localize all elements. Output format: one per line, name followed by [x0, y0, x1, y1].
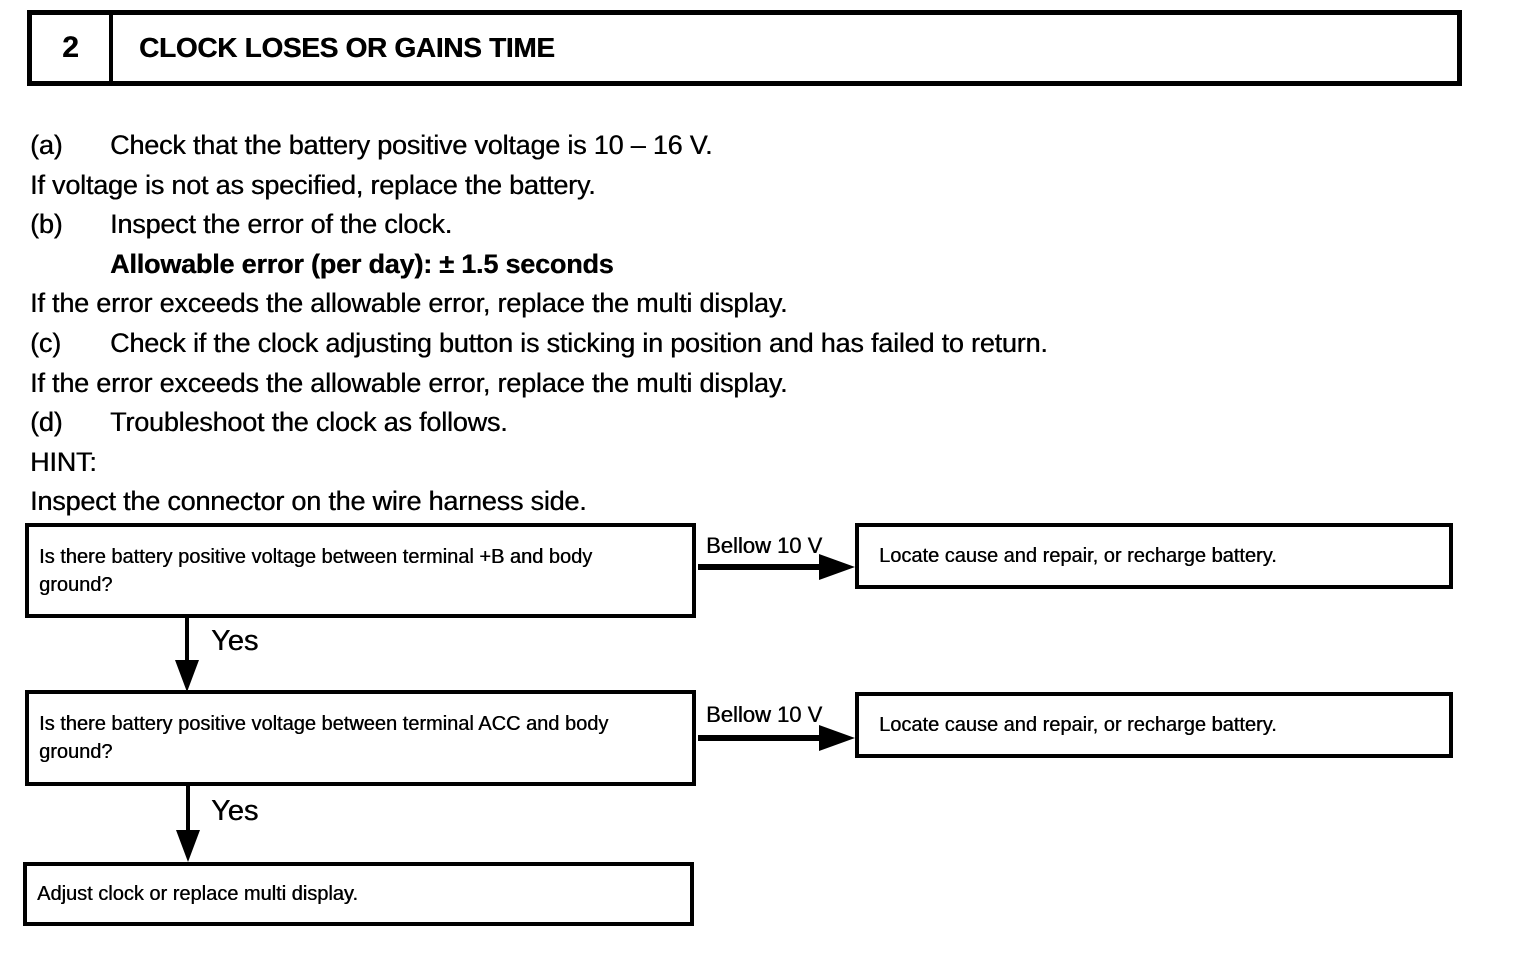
procedure-step-d: (d) Troubleshoot the clock as follows. — [30, 403, 1500, 443]
flow-final-text: Adjust clock or replace multi display. — [37, 883, 358, 905]
proceed-label-1: Yes — [211, 625, 259, 657]
branch-condition-label-2: Bellow 10 V — [706, 702, 823, 727]
down-arrowhead-icon — [176, 830, 200, 862]
procedure-step-a: (a) Check that the battery positive volta… — [30, 126, 1500, 166]
step-text: HINT: — [30, 446, 97, 477]
procedure-note: If the error exceeds the allowable error… — [30, 284, 1500, 324]
allowable-error-spec: Allowable error (per day): ± 1.5 seconds — [30, 245, 1500, 285]
flow-action-box-2: Locate cause and repair, or recharge bat… — [855, 692, 1453, 758]
step-text: Inspect the error of the clock. — [110, 209, 452, 240]
step-text: Inspect the connector on the wire harnes… — [30, 486, 587, 517]
branch-condition-label-1: Bellow 10 V — [706, 533, 823, 558]
procedure-text: (a) Check that the battery positive volta… — [30, 126, 1500, 522]
step-label: (b) — [30, 209, 63, 240]
step-text: Check if the clock adjusting button is s… — [110, 327, 1048, 358]
step-text: If the error exceeds the allowable error… — [30, 367, 788, 398]
right-arrowhead-icon — [819, 725, 855, 751]
arrow-shaft — [185, 617, 189, 662]
hint-text: Inspect the connector on the wire harnes… — [30, 482, 1500, 522]
right-arrowhead-icon — [819, 554, 855, 580]
flow-action-text-2: Locate cause and repair, or recharge bat… — [879, 714, 1277, 736]
step-text: Check that the battery positive voltage … — [110, 130, 713, 160]
step-label: (a) — [30, 130, 63, 160]
section-title: CLOCK LOSES OR GAINS TIME — [139, 32, 555, 63]
arrow-shaft — [698, 735, 822, 741]
step-text: Troubleshoot the clock as follows. — [110, 407, 508, 438]
section-number: 2 — [32, 15, 113, 81]
hint-heading: HINT: — [30, 443, 1500, 483]
flow-action-box-1: Locate cause and repair, or recharge bat… — [855, 523, 1453, 589]
arrow-shaft — [698, 564, 822, 570]
proceed-label-2: Yes — [211, 795, 259, 827]
flow-question-text-2: Is there battery positive voltage betwee… — [39, 713, 609, 763]
flow-final-box: Adjust clock or replace multi display. — [23, 862, 694, 926]
step-label: (d) — [30, 407, 63, 438]
procedure-step-b: (b) Inspect the error of the clock. — [30, 205, 1500, 245]
step-text: If voltage is not as specified, replace … — [30, 169, 596, 200]
section-header: 2 CLOCK LOSES OR GAINS TIME — [27, 10, 1462, 86]
procedure-note: If voltage is not as specified, replace … — [30, 166, 1500, 206]
down-arrowhead-icon — [175, 660, 199, 692]
flow-question-box-2: Is there battery positive voltage betwee… — [25, 690, 696, 786]
procedure-step-c: (c) Check if the clock adjusting button i… — [30, 324, 1500, 364]
flow-question-box-1: Is there battery positive voltage betwee… — [25, 523, 696, 618]
flow-action-text-1: Locate cause and repair, or recharge bat… — [879, 545, 1277, 567]
step-text: If the error exceeds the allowable error… — [30, 288, 788, 319]
procedure-note: If the error exceeds the allowable error… — [30, 364, 1500, 404]
spec-text: Allowable error (per day): ± 1.5 seconds — [110, 248, 614, 279]
arrow-shaft — [186, 785, 190, 830]
step-label: (c) — [30, 327, 61, 358]
flow-question-text-1: Is there battery positive voltage betwee… — [39, 545, 593, 596]
